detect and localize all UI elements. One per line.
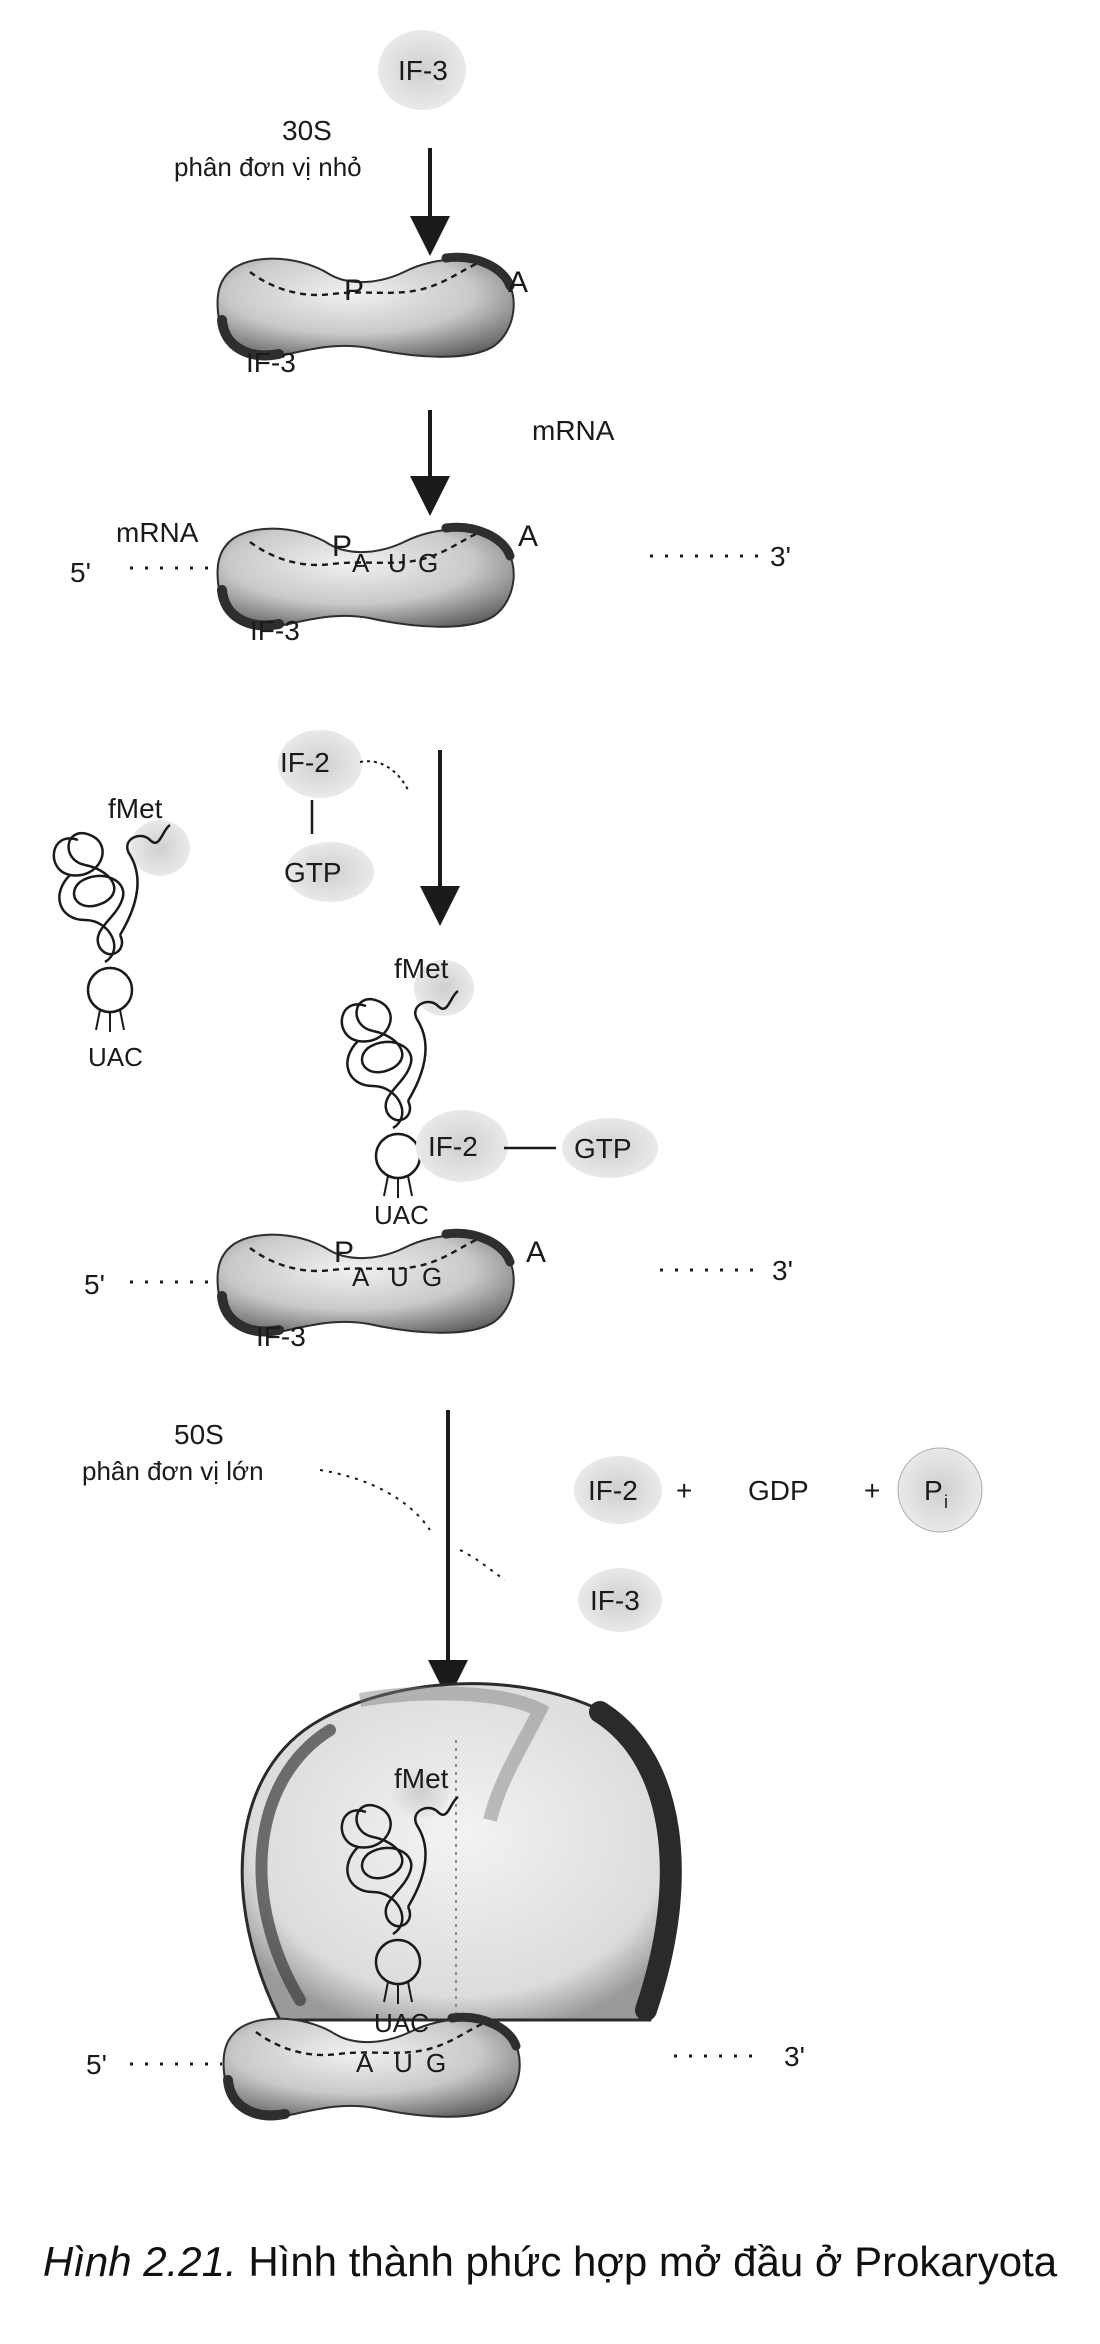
codon-g-70s: G [426,2048,446,2078]
small-subunit-label: phân đơn vị nhỏ [174,152,362,182]
gtp-label: GTP [284,857,342,888]
figure-number: Hình 2.21. [42,2238,237,2285]
pi-label: P [924,1475,943,1506]
fmet-label-free: fMet [108,793,163,824]
a-site-label: A [508,266,528,299]
gtp-label-bound: GTP [574,1133,632,1164]
70s-initiation-complex [240,1682,682,2030]
if3-blob [378,30,466,110]
if3-label-4: IF-3 [256,1321,306,1352]
fmet-blob-70s [390,1766,450,1818]
50s-connector [319,1469,431,1531]
release-connector [459,1549,506,1581]
fmet-label-bound: fMet [394,953,449,984]
if2-label: IF-2 [280,747,330,778]
mrna-incoming-label: mRNA [532,415,615,446]
codon-g-4: G [422,1262,442,1292]
codon-g-2: G [418,548,438,578]
pi-subscript: i [944,1492,948,1512]
if2-label-bound: IF-2 [428,1131,478,1162]
fmet-label-70s: fMet [394,1763,449,1794]
three-prime-label-70s: 3' [784,2041,805,2072]
if3-on-30s-label: IF-3 [246,347,296,378]
figure-caption-text: Hình thành phức hợp mở đầu ở Prokaryota [236,2238,1058,2285]
if2-released-label: IF-2 [588,1475,638,1506]
p-site-label-2: P [332,530,352,563]
codon-u-4: U [390,1262,409,1292]
if3-released-blob [578,1568,662,1632]
if3-label: IF-3 [398,55,448,86]
codon-u-2: U [388,548,407,578]
figure-caption: Hình 2.21. Hình thành phức hợp mở đầu ở … [0,2238,1100,2286]
gtp-blob [286,842,374,902]
p-site-label: P [344,274,364,307]
three-prime-label-4: 3' [772,1255,793,1286]
50s-label: 50S [174,1419,224,1450]
fmet-blob-free [130,820,190,876]
uac-label-70s: UAC [374,2008,429,2038]
plus-2: + [864,1475,880,1506]
five-prime-label-2: 5' [70,557,91,588]
p-site-label-4: P [334,1236,354,1269]
if3-label-2: IF-3 [250,615,300,646]
30s-label: 30S [282,115,332,146]
if2-released-blob [574,1456,662,1524]
plus-1: + [676,1475,692,1506]
codon-a-2: A [352,548,370,578]
pi-blob [897,1447,983,1533]
codon-a-70s: A [356,2048,374,2078]
three-prime-label-2: 3' [770,541,791,572]
five-prime-label-70s: 5' [86,2049,107,2080]
gtp-blob-bound [562,1118,658,1178]
uac-label-bound: UAC [374,1200,429,1230]
if2-blob [278,730,362,798]
if2-connector [359,760,409,791]
five-prime-label-4: 5' [84,1269,105,1300]
a-site-label-2: A [518,520,538,553]
uac-label-free: UAC [88,1042,143,1072]
a-site-label-4: A [526,1236,546,1269]
30s-subunit [218,257,514,357]
gdp-label: GDP [748,1475,809,1506]
codon-u-70s: U [394,2048,413,2078]
mrna-label-2: mRNA [116,517,199,548]
if2-blob-bound [416,1110,508,1182]
if3-released-label: IF-3 [590,1585,640,1616]
codon-a-4: A [352,1262,370,1292]
large-subunit-label: phân đơn vị lớn [82,1456,264,1486]
